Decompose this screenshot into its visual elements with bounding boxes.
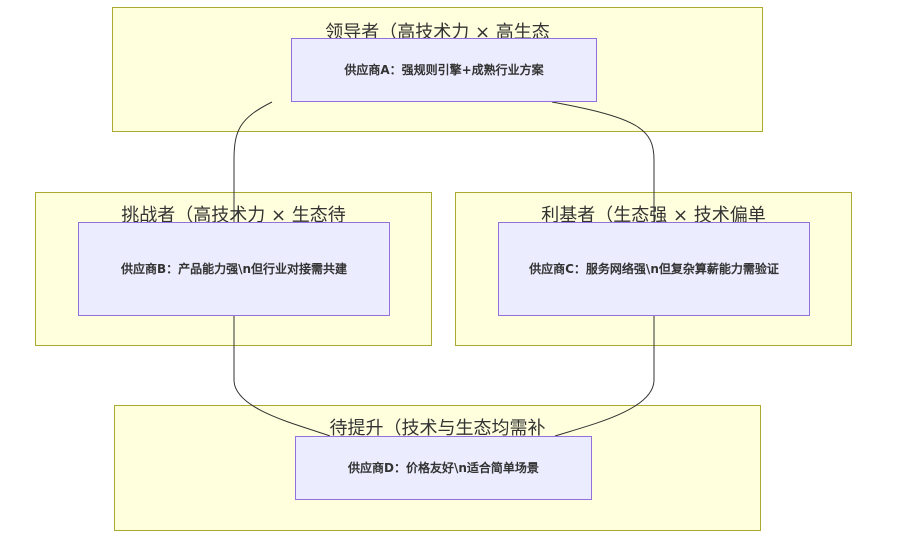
node-supplier-b[interactable]: 供应商B：产品能力强\n但行业对接需共建	[78, 222, 390, 316]
edge-b-d	[233, 316, 331, 437]
cluster-title: 待提升（技术与生态均需补	[329, 418, 546, 439]
cluster-leader: 领导者（高技术力 × 高生态	[112, 7, 763, 132]
node-label: 供应商B：产品能力强\n但行业对接需共建	[120, 262, 348, 276]
node-label: 供应商D：价格友好\n适合简单场景	[348, 461, 539, 475]
cluster-title: 领导者（高技术力 × 高生态	[325, 22, 550, 43]
edge-c-d	[554, 316, 655, 437]
node-label: 供应商C：服务网络强\n但复杂算薪能力需验证	[529, 262, 779, 276]
node-supplier-c[interactable]: 供应商C：服务网络强\n但复杂算薪能力需验证	[498, 222, 810, 316]
node-supplier-d[interactable]: 供应商D：价格友好\n适合简单场景	[295, 436, 592, 500]
node-label: 供应商A：强规则引擎+成熟行业方案	[344, 63, 544, 77]
node-supplier-a[interactable]: 供应商A：强规则引擎+成熟行业方案	[291, 38, 597, 102]
edge-a-c	[551, 101, 655, 222]
edge-a-b	[233, 101, 273, 222]
